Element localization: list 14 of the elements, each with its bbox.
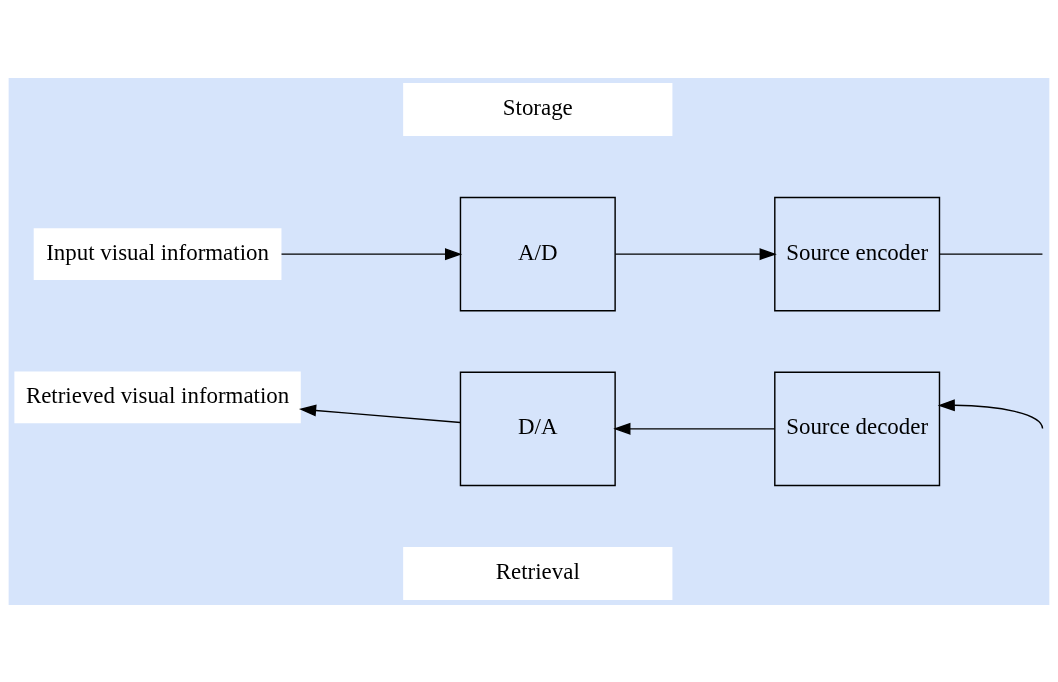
node-box: Source encoder: [774, 196, 941, 311]
arrow: [937, 398, 1044, 429]
node-box: A/D: [459, 196, 616, 311]
node-box: Input visual information: [33, 227, 282, 280]
arrow: [298, 403, 462, 423]
node-box: Retrieved visual information: [14, 371, 301, 423]
arrow: [614, 247, 777, 260]
node-box: Retrieval: [403, 546, 673, 600]
arrow: [280, 247, 463, 260]
arrow: [613, 422, 776, 435]
node-box: D/A: [459, 371, 616, 486]
node-box: Storage: [403, 82, 673, 136]
connector: [939, 252, 1044, 255]
node-box: Source decoder: [774, 371, 941, 486]
